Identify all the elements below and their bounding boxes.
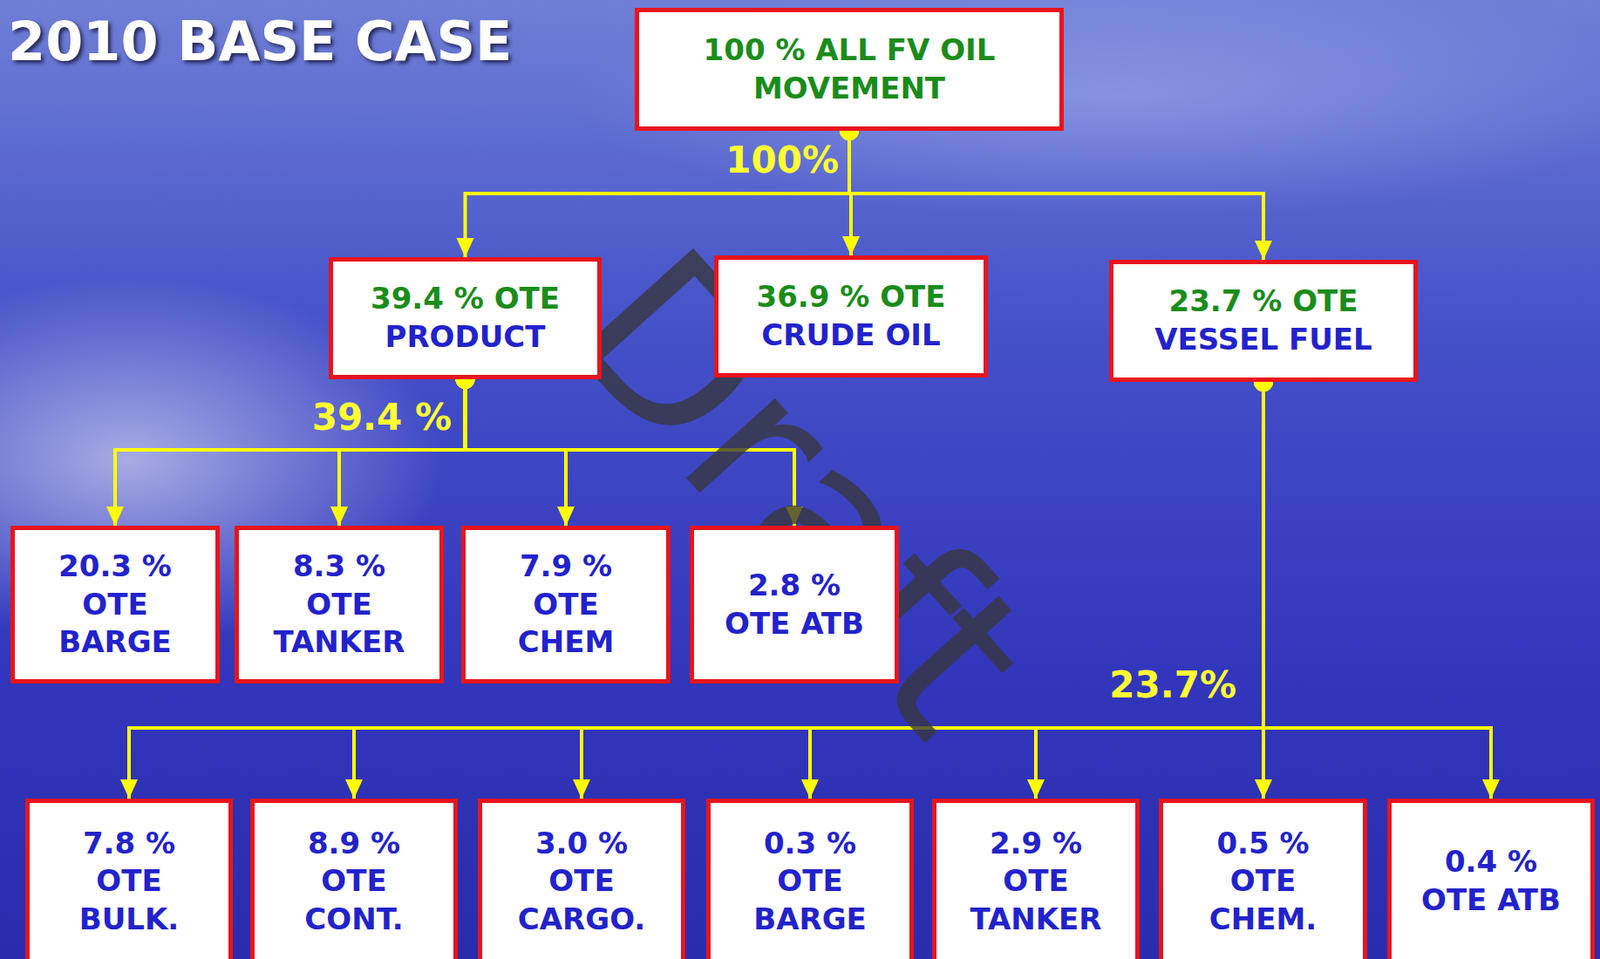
connector <box>1263 381 1492 799</box>
category-box: 36.9 % OTECRUDE OIL <box>714 255 988 378</box>
box-text-group: 2.9 % OTE TANKER <box>960 824 1113 940</box>
box-text: PRODUCT <box>370 318 560 357</box>
box-text: 20.3 % OTE BARGE <box>39 547 192 662</box>
box-text-group: 36.9 % OTECRUDE OIL <box>756 278 947 355</box>
box-text-group: 7.8 % OTE BULK. <box>53 824 206 940</box>
box-text: VESSEL FUEL <box>1154 320 1372 360</box>
category-box: 7.9 % OTE CHEM <box>461 525 671 684</box>
category-box: 3.0 % OTE CARGO. <box>477 798 686 959</box>
box-text: 23.7 % OTE <box>1154 282 1372 321</box>
box-text: CRUDE OIL <box>756 316 947 355</box>
box-text: 8.3 % OTE TANKER <box>263 547 416 662</box>
category-box: 39.4 % OTEPRODUCT <box>328 257 602 380</box>
category-box: 7.8 % OTE BULK. <box>25 798 233 959</box>
box-text-group: 100 % ALL FV OIL MOVEMENT <box>657 31 1042 108</box>
connector <box>465 130 851 258</box>
connector <box>465 379 567 526</box>
box-text: 3.0 % OTE CARGO. <box>505 824 659 940</box>
category-box: 8.9 % OTE CONT. <box>250 798 458 959</box>
box-text: 39.4 % OTE <box>370 279 560 319</box>
connector <box>849 130 1264 260</box>
box-text-group: 39.4 % OTEPRODUCT <box>370 279 560 356</box>
box-text-group: 7.9 % OTE CHEM <box>490 547 643 662</box>
box-text-group: 0.3 % OTE BARGE <box>734 824 887 940</box>
box-text-group: 0.5 % OTE CHEM. <box>1186 824 1340 940</box>
box-text-group: 2.8 % OTE ATB <box>718 566 872 643</box>
box-text: 36.9 % OTE <box>756 278 947 317</box>
category-box: 0.5 % OTE CHEM. <box>1158 798 1368 959</box>
category-box: 23.7 % OTEVESSEL FUEL <box>1109 259 1418 382</box>
category-box: 2.8 % OTE ATB <box>689 525 899 684</box>
box-text: 7.9 % OTE CHEM <box>490 547 643 662</box>
category-box: 8.3 % OTE TANKER <box>234 525 444 684</box>
connector <box>1035 381 1264 799</box>
box-text: 7.8 % OTE BULK. <box>53 824 206 940</box>
category-box: 20.3 % OTE BARGE <box>10 525 220 684</box>
category-box: 0.3 % OTE BARGE <box>706 798 914 959</box>
box-text-group: 3.0 % OTE CARGO. <box>505 824 659 940</box>
box-text: 2.9 % OTE TANKER <box>960 824 1113 940</box>
box-text: 2.8 % OTE ATB <box>718 566 872 643</box>
category-box: 2.9 % OTE TANKER <box>932 798 1140 959</box>
diagram-title: 2010 BASE CASE <box>7 12 512 72</box>
split-percentage: 39.4 % <box>312 396 452 439</box>
split-percentage: 100% <box>725 139 839 182</box>
box-text-group: 23.7 % OTEVESSEL FUEL <box>1154 282 1372 359</box>
box-text-group: 8.9 % OTE CONT. <box>278 824 431 940</box>
box-text: 0.5 % OTE CHEM. <box>1186 824 1340 940</box>
split-percentage: 23.7% <box>1109 664 1237 707</box>
connector <box>115 379 466 526</box>
root-box: 100 % ALL FV OIL MOVEMENT <box>634 7 1064 131</box>
box-text-group: 8.3 % OTE TANKER <box>263 547 416 662</box>
box-text: 8.9 % OTE CONT. <box>278 824 431 940</box>
box-text: 0.4 % OTE ATB <box>1415 843 1568 920</box>
box-text-group: 20.3 % OTE BARGE <box>39 547 192 662</box>
category-box: 0.4 % OTE ATB <box>1387 798 1595 959</box>
box-text: 100 % ALL FV OIL MOVEMENT <box>657 31 1042 108</box>
box-text-group: 0.4 % OTE ATB <box>1415 843 1568 920</box>
box-text: 0.3 % OTE BARGE <box>734 824 887 940</box>
